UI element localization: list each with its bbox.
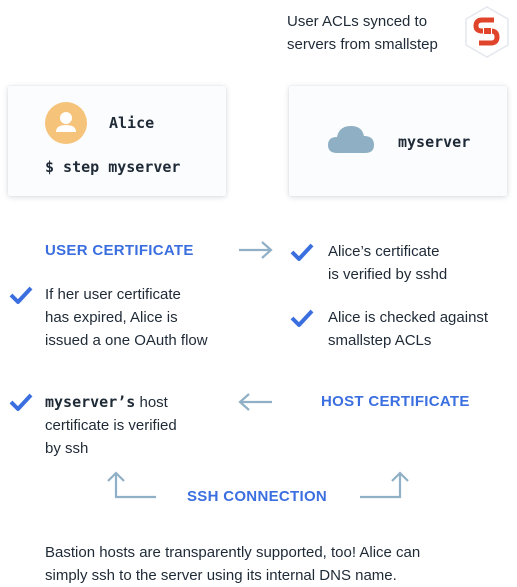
acl-check-line1: Alice is checked against	[328, 309, 489, 326]
ssh-connection-label: SSH CONNECTION	[187, 488, 328, 505]
bastion-footer-line2: simply ssh to the server using its inter…	[45, 567, 397, 584]
oauth-flow-text: If her user certificate has expired, Ali…	[45, 283, 208, 352]
checkmark-icon	[290, 308, 314, 328]
server-name: myserver	[398, 133, 471, 151]
user-certificate-label: USER CERTIFICATE	[45, 242, 194, 259]
host-verify-text: myserver’s host certificate is verified …	[45, 391, 177, 460]
host-verify-line1-rest: host	[135, 394, 168, 411]
bastion-footer-line1: Bastion hosts are transparently supporte…	[45, 544, 421, 561]
oauth-flow-line1: If her user certificate	[45, 286, 181, 303]
checkmark-icon	[9, 285, 33, 305]
sshd-verify-line1: Alice’s certificate	[328, 243, 440, 260]
acl-sync-note-line2: servers from smallstep	[287, 36, 438, 53]
acl-sync-note: User ACLs synced to servers from smallst…	[287, 10, 438, 56]
host-certificate-label: HOST CERTIFICATE	[321, 393, 470, 410]
sshd-verify-text: Alice’s certificate is verified by sshd	[328, 240, 447, 286]
acl-sync-note-line1: User ACLs synced to	[287, 13, 428, 30]
bastion-footer: Bastion hosts are transparently supporte…	[45, 541, 420, 587]
arrow-right-icon	[238, 240, 274, 260]
alice-command: $ step myserver	[45, 158, 181, 176]
checkmark-icon	[9, 392, 33, 412]
host-verify-server-name: myserver’s	[45, 393, 136, 411]
arrow-up-icon	[358, 470, 412, 500]
host-verify-line3: by ssh	[45, 440, 89, 457]
sshd-verify-line2: is verified by sshd	[328, 266, 448, 283]
alice-name: Alice	[109, 114, 155, 132]
user-avatar-icon	[45, 102, 87, 144]
oauth-flow-line2: has expired, Alice is	[45, 309, 178, 326]
cloud-icon	[327, 122, 375, 154]
arrow-up-icon	[104, 470, 158, 500]
server-card: myserver	[289, 86, 507, 196]
arrow-left-icon	[237, 392, 273, 412]
smallstep-logo-icon	[463, 5, 511, 59]
alice-card: Alice $ step myserver	[8, 86, 226, 196]
acl-check-text: Alice is checked against smallstep ACLs	[328, 306, 488, 352]
host-verify-line2: certificate is verified	[45, 417, 177, 434]
host-verify-line1: myserver’s host	[45, 391, 177, 414]
oauth-flow-line3: issued a one OAuth flow	[45, 332, 208, 349]
checkmark-icon	[290, 242, 314, 262]
acl-check-line2: smallstep ACLs	[328, 332, 432, 349]
